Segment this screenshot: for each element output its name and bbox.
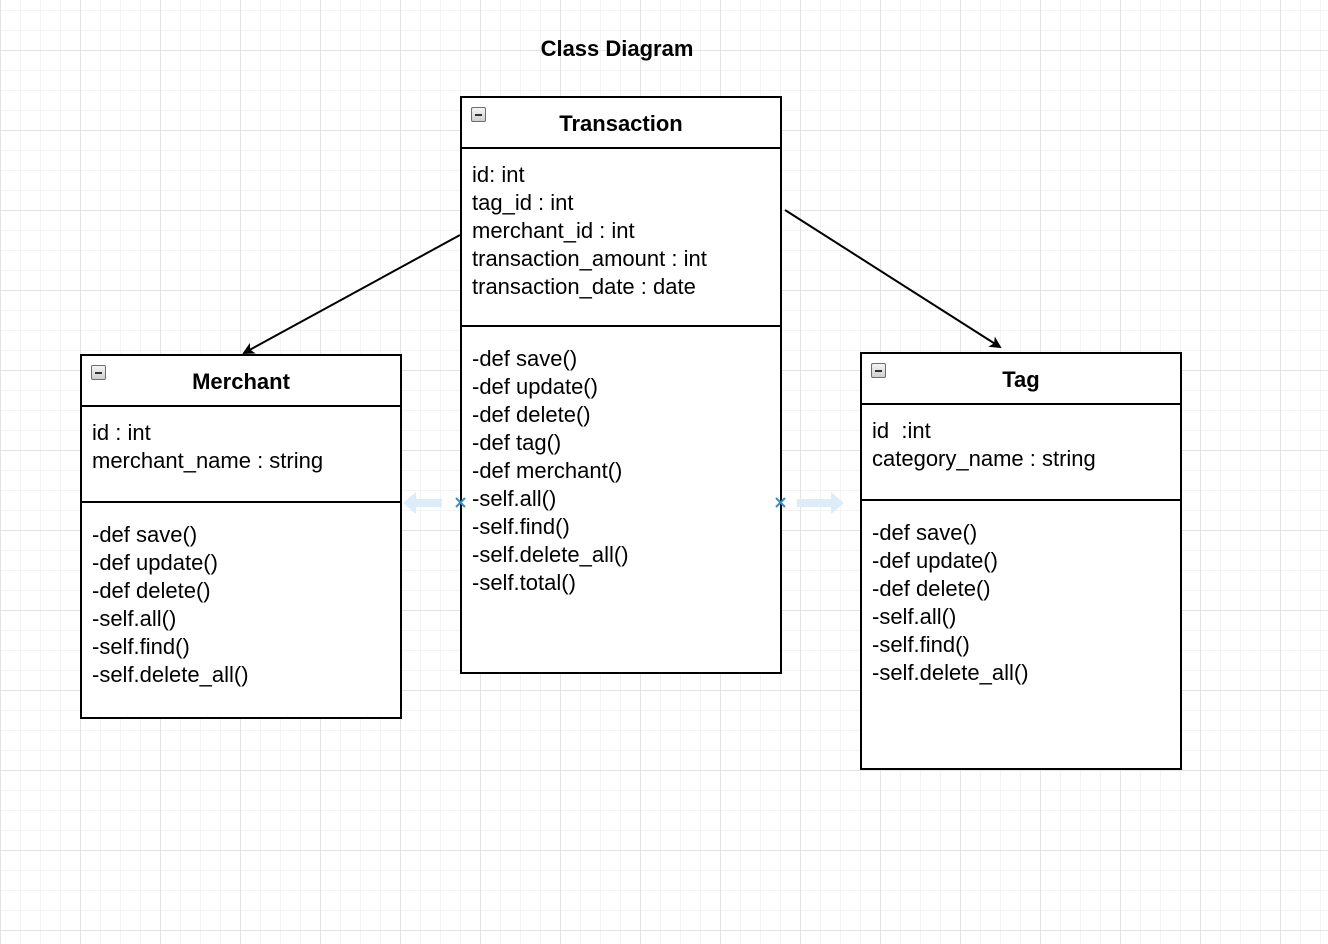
attribute: id: int [472,162,525,187]
class-name: Transaction [559,111,683,136]
method: -def save() [92,522,198,547]
attribute: transaction_date : date [472,274,696,299]
class-merchant[interactable]: Merchant id : int merchant_name : string… [80,354,402,719]
method: -def update() [472,374,598,399]
collapse-icon[interactable] [91,365,106,380]
method: -self.find() [472,514,570,539]
collapse-icon[interactable] [871,363,886,378]
connection-hint-arrow-right[interactable] [797,492,844,514]
attributes-section[interactable]: id: int tag_id : int merchant_id : int t… [462,149,780,327]
class-transaction[interactable]: Transaction id: int tag_id : int merchan… [460,96,782,674]
method: -def delete() [872,576,991,601]
diagram-title: Class Diagram [540,36,694,61]
method: -def save() [872,520,978,545]
class-name: Merchant [192,369,290,394]
attributes-section[interactable]: id :int category_name : string [862,405,1180,501]
method: -def tag() [472,430,562,455]
method: -self.all() [872,604,957,629]
connection-hint-arrow-left[interactable] [403,492,442,514]
attribute: merchant_name : string [92,448,324,473]
method: -def update() [872,548,998,573]
method: -self.all() [472,486,557,511]
method: -self.delete_all() [92,662,249,687]
association-merchant[interactable] [242,234,461,354]
class-name: Tag [1002,367,1040,392]
method: -self.find() [92,634,190,659]
attribute: tag_id : int [472,190,574,215]
method: -def delete() [472,402,591,427]
method: -self.delete_all() [472,542,629,567]
attribute: merchant_id : int [472,218,635,243]
method: -self.delete_all() [872,660,1029,685]
attributes-section[interactable]: id : int merchant_name : string [82,407,400,503]
attribute: category_name : string [872,446,1096,471]
methods-section[interactable]: -def save() -def update() -def delete() … [862,501,1180,687]
methods-section[interactable]: -def save() -def update() -def delete() … [462,327,780,597]
association-tag[interactable] [784,209,1002,349]
attribute: id : int [92,420,151,445]
method: -self.find() [872,632,970,657]
class-header[interactable]: Merchant [82,356,400,407]
class-header[interactable]: Transaction [462,98,780,149]
method: -self.all() [92,606,177,631]
class-tag[interactable]: Tag id :int category_name : string -def … [860,352,1182,770]
collapse-icon[interactable] [471,107,486,122]
attribute: transaction_amount : int [472,246,707,271]
method: -def save() [472,346,578,371]
methods-section[interactable]: -def save() -def update() -def delete() … [82,503,400,689]
method: -def delete() [92,578,211,603]
class-header[interactable]: Tag [862,354,1180,405]
method: -self.total() [472,570,576,595]
method: -def merchant() [472,458,623,483]
method: -def update() [92,550,218,575]
attribute: id :int [872,418,931,443]
